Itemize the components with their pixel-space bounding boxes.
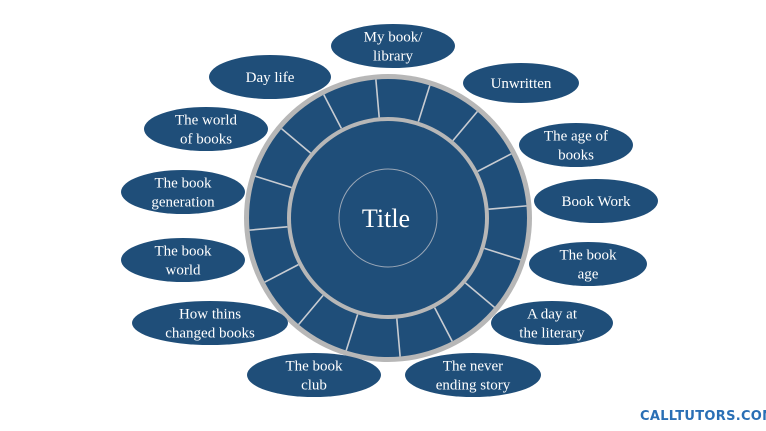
label-text: A day at	[527, 307, 578, 323]
ring-divider	[396, 318, 401, 357]
ring-divider	[249, 226, 288, 231]
ring-divider	[298, 294, 324, 325]
label-text: the literary	[519, 326, 585, 342]
label-ellipse	[405, 353, 541, 397]
ring-divider	[375, 79, 380, 118]
label-text: of books	[180, 132, 232, 148]
label-text: Day life	[246, 70, 295, 86]
label-bubble: The book generation	[121, 170, 245, 214]
ring-divider	[281, 128, 312, 154]
label-text: books	[558, 148, 594, 164]
label-text: The book	[154, 176, 212, 192]
ring-divider	[345, 314, 359, 351]
label-text: library	[373, 49, 413, 65]
label-bubble: The never ending story	[405, 353, 541, 397]
ring-divider	[484, 247, 521, 261]
label-bubble: The book age	[529, 242, 647, 286]
label-ellipse	[463, 63, 579, 103]
label-text: How thins	[179, 307, 241, 323]
label-text: The book	[285, 359, 343, 375]
label-bubble: The book world	[121, 238, 245, 282]
ring-divider	[264, 263, 299, 283]
label-ellipse	[491, 301, 613, 345]
label-bubble: My book/library	[331, 24, 455, 68]
ring-divider	[452, 111, 478, 142]
ring-divider	[433, 307, 453, 342]
label-text: Book Work	[562, 194, 631, 210]
label-text: The never	[443, 359, 503, 375]
label-text: The world	[175, 113, 238, 129]
label-ellipse	[519, 123, 633, 167]
label-bubble: The book club	[247, 353, 381, 397]
label-ellipse	[331, 24, 455, 68]
label-text: My book/	[364, 30, 424, 46]
label-bubble: The world of books	[144, 107, 268, 151]
watermark-text: CALLTUTORS.COM	[640, 409, 766, 424]
label-text: The book	[559, 248, 617, 264]
label-bubble: Book Work	[534, 179, 658, 223]
label-text: ending story	[436, 378, 511, 394]
label-ellipse	[529, 242, 647, 286]
label-bubble: Unwritten	[463, 63, 579, 103]
ring-divider	[255, 175, 292, 189]
label-ellipse	[534, 179, 658, 223]
label-ellipse	[144, 107, 268, 151]
label-text: Unwritten	[491, 76, 552, 92]
label-text: The age of	[544, 129, 608, 145]
label-ellipse	[132, 301, 288, 345]
label-text: changed books	[165, 326, 255, 342]
label-ellipse	[121, 238, 245, 282]
label-text: generation	[151, 195, 215, 211]
ring-divider	[417, 85, 431, 122]
label-bubble: The age of books	[519, 123, 633, 167]
label-ellipse	[121, 170, 245, 214]
ring-divider	[488, 205, 527, 210]
label-ellipse	[247, 353, 381, 397]
diagram-title: Title	[362, 204, 410, 233]
center-outline	[338, 168, 438, 268]
label-bubble: How thins changed books	[132, 301, 288, 345]
label-text: age	[578, 267, 599, 283]
ring-divider	[464, 282, 495, 308]
ring-divider	[477, 153, 512, 173]
label-text: world	[166, 263, 201, 279]
ring-divider	[323, 94, 343, 129]
label-ellipse	[209, 55, 331, 99]
inner-disc	[291, 121, 485, 315]
label-text: club	[301, 378, 327, 394]
label-text: The book	[154, 244, 212, 260]
label-bubble: A day at the literary	[491, 301, 613, 345]
label-bubble: Day life	[209, 55, 331, 99]
